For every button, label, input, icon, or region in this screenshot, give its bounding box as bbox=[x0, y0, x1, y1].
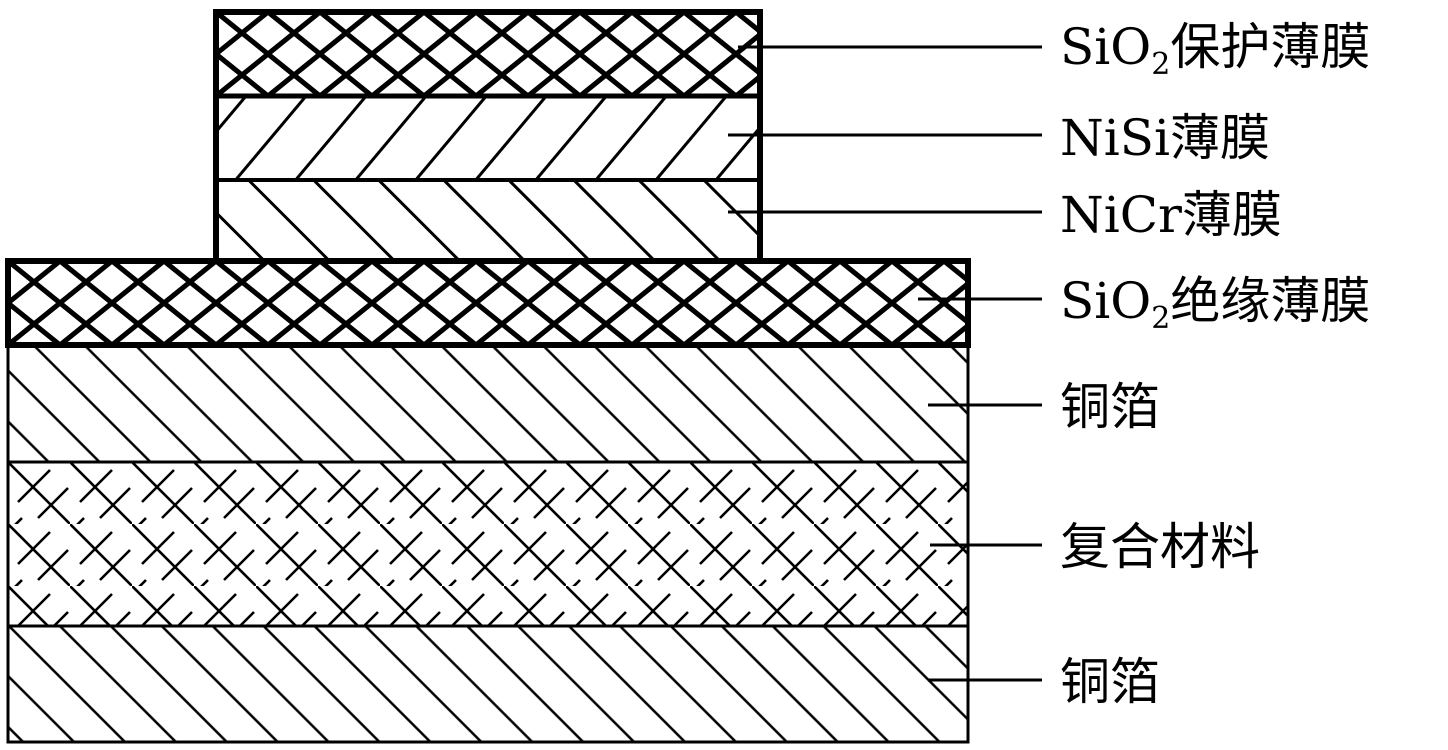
layer-sio2-protective bbox=[216, 12, 760, 96]
label-sio2-protective: SiO2保护薄膜 bbox=[1060, 18, 1370, 82]
label-text: 保护薄膜 bbox=[1170, 18, 1370, 76]
label-copper-foil-bottom: 铜箔 bbox=[1060, 653, 1160, 711]
layer-nicr bbox=[216, 180, 760, 261]
label-composite: 复合材料 bbox=[1060, 518, 1260, 576]
label-subscript: 2 bbox=[1151, 47, 1170, 82]
label-copper-foil-top: 铜箔 bbox=[1060, 378, 1160, 436]
label-subscript: 2 bbox=[1151, 301, 1170, 336]
layer-nisi bbox=[216, 96, 760, 180]
layer-copper-foil-top bbox=[8, 345, 968, 462]
leader-lines bbox=[728, 45, 1042, 682]
label-text: SiO bbox=[1060, 18, 1151, 76]
label-text: 绝缘薄膜 bbox=[1170, 272, 1370, 330]
label-nicr: NiCr薄膜 bbox=[1060, 186, 1282, 244]
layer-copper-foil-bottom bbox=[8, 626, 968, 742]
label-text: 铜箔 bbox=[1060, 378, 1160, 436]
layer-composite bbox=[8, 462, 968, 626]
label-text: SiO bbox=[1060, 272, 1151, 330]
label-sio2-insulating: SiO2绝缘薄膜 bbox=[1060, 272, 1370, 336]
label-text: 复合材料 bbox=[1060, 518, 1260, 576]
label-nisi: NiSi薄膜 bbox=[1060, 109, 1270, 167]
label-text: NiCr薄膜 bbox=[1060, 186, 1282, 244]
label-text: NiSi薄膜 bbox=[1060, 109, 1270, 167]
label-text: 铜箔 bbox=[1060, 653, 1160, 711]
layer-sio2-insulating bbox=[5, 258, 971, 348]
